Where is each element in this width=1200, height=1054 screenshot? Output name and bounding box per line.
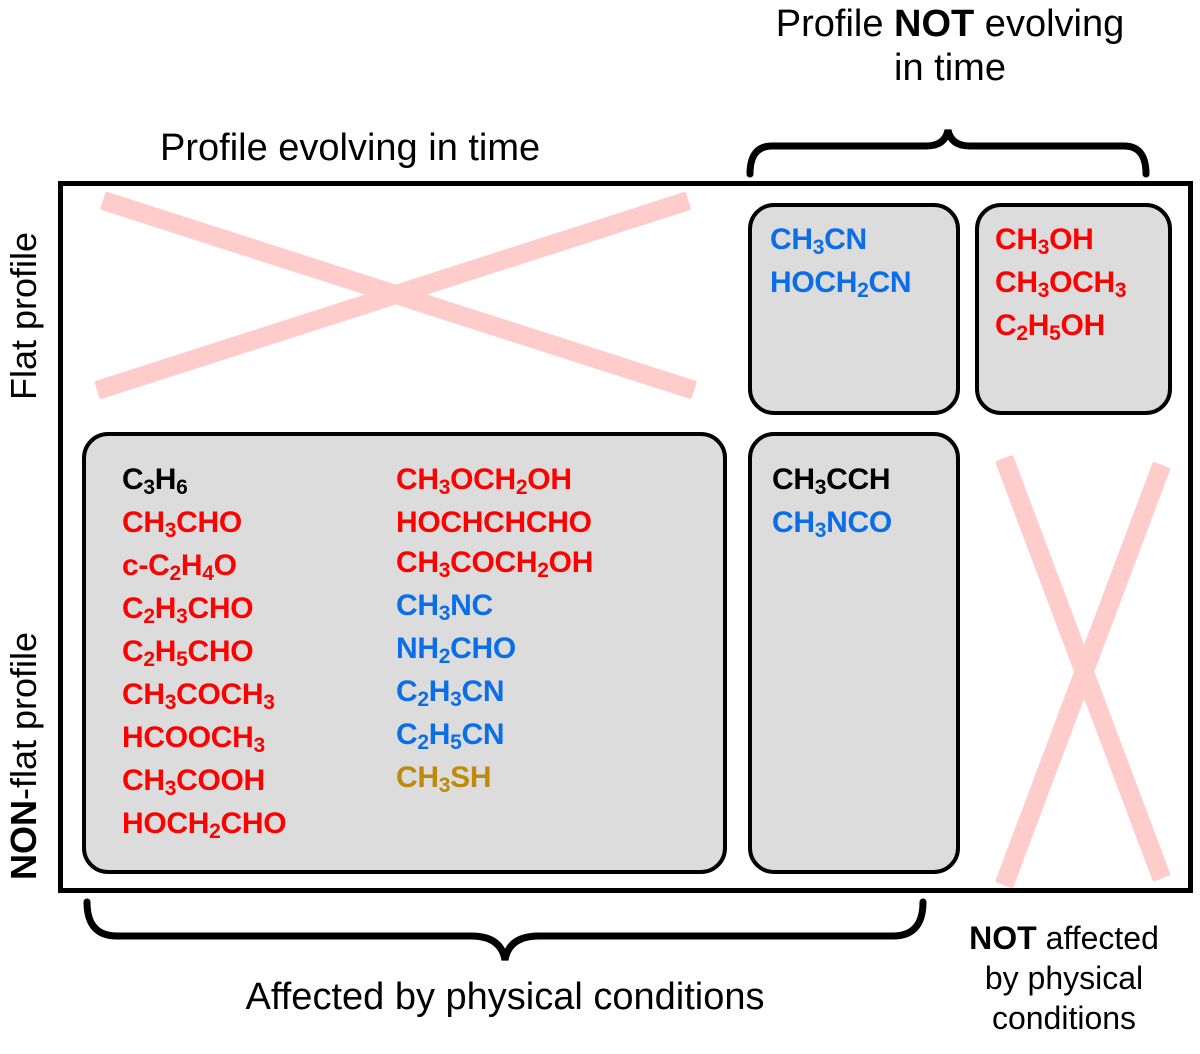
molecule-CH3OCH3: CH3OCH3 [995,266,1127,302]
brace-top [746,129,1150,178]
caption-affected: Affected by physical conditions [245,976,765,1018]
text-bold-not-affected: NOT [969,920,1037,956]
molecule-CH3NC: CH3NC [396,589,493,625]
caption-not-affected-line2: by physical [984,960,1144,996]
row-label-nonflat-profile: NON-flat profile [3,631,44,880]
molecule-CH3COOH: CH3COOH [122,764,265,800]
molecule-list-flat-notevolving-affected: CH3CN HOCH2CN [770,220,912,306]
molecule-HOCH2CN: HOCH2CN [770,266,912,302]
molecule-C2H5CHO: C2H5CHO [122,635,254,671]
molecule-HCOOCH3: HCOOCH3 [122,721,265,757]
text-post-flat-profile: -flat profile [3,631,44,800]
molecule-CH3COCH3: CH3COCH3 [122,678,275,714]
molecule-CH3COCH2OH: CH3COCH2OH [396,546,594,582]
cross-out-flat-evolving [94,191,698,400]
molecule-C3H6: C3H6 [122,463,188,499]
caption-not-affected-line3: conditions [991,1000,1137,1036]
cell-flat-notevolving-affected: CH3CN HOCH2CN [748,203,960,415]
text-post-affected: affected [1036,920,1159,956]
cross-out-nonflat-notaffected [995,452,1171,889]
caption-not-affected-line1: NOT affected [969,920,1159,956]
row-label-flat-profile: Flat profile [3,231,44,400]
text-bold-not: NOT [894,3,975,45]
cell-nonflat-notevolving-affected: CH3CCH CH3NCO [748,432,960,874]
molecule-CH3OCH2OH: CH3OCH2OH [396,463,572,499]
column-header-evolving: Profile evolving in time [160,127,541,169]
molecule-CH3OH: CH3OH [995,223,1094,259]
molecule-CH3CN: CH3CN [770,223,867,259]
text-bold-non: NON [3,800,44,880]
molecule-C2H3CHO: C2H3CHO [122,592,254,628]
text-post: evolving [974,3,1125,45]
column-header-not-evolving: Profile NOT evolving in time [700,2,1200,90]
molecule-C2H5CN: C2H5CN [396,718,505,754]
molecule-CH3SH: CH3SH [396,761,492,797]
molecule-HOCHCHCHO: HOCHCHCHO [396,506,592,539]
text-pre: Profile [775,3,895,45]
molecule-list-nonflat-notevolving-affected: CH3CCH CH3NCO [772,460,892,546]
matrix-frame [58,181,1193,893]
molecule-CH3CHO: CH3CHO [122,506,242,542]
molecule-list-nonflat-right: CH3OCH2OH HOCHCHCHO CH3COCH2OH CH3NC NH2CHO C… [396,460,593,801]
column-header-not-evolving-line2: in time [894,47,1006,89]
column-header-not-evolving-line1: Profile NOT evolving [776,3,1124,45]
caption-not-affected: NOT affected by physical conditions [928,918,1200,1038]
molecule-C2H5OH: C2H5OH [995,309,1105,345]
brace-bottom [83,898,927,961]
molecule-HOCH2CHO: HOCH2CHO [122,807,287,843]
molecule-CH3NCO: CH3NCO [772,506,892,542]
molecule-CH3CCH: CH3CCH [772,463,891,499]
molecule-C2H3CN: C2H3CN [396,675,505,711]
molecule-NH2CHO: NH2CHO [396,632,516,668]
molecule-c-C2H4O: c-C2H4O [122,549,237,585]
